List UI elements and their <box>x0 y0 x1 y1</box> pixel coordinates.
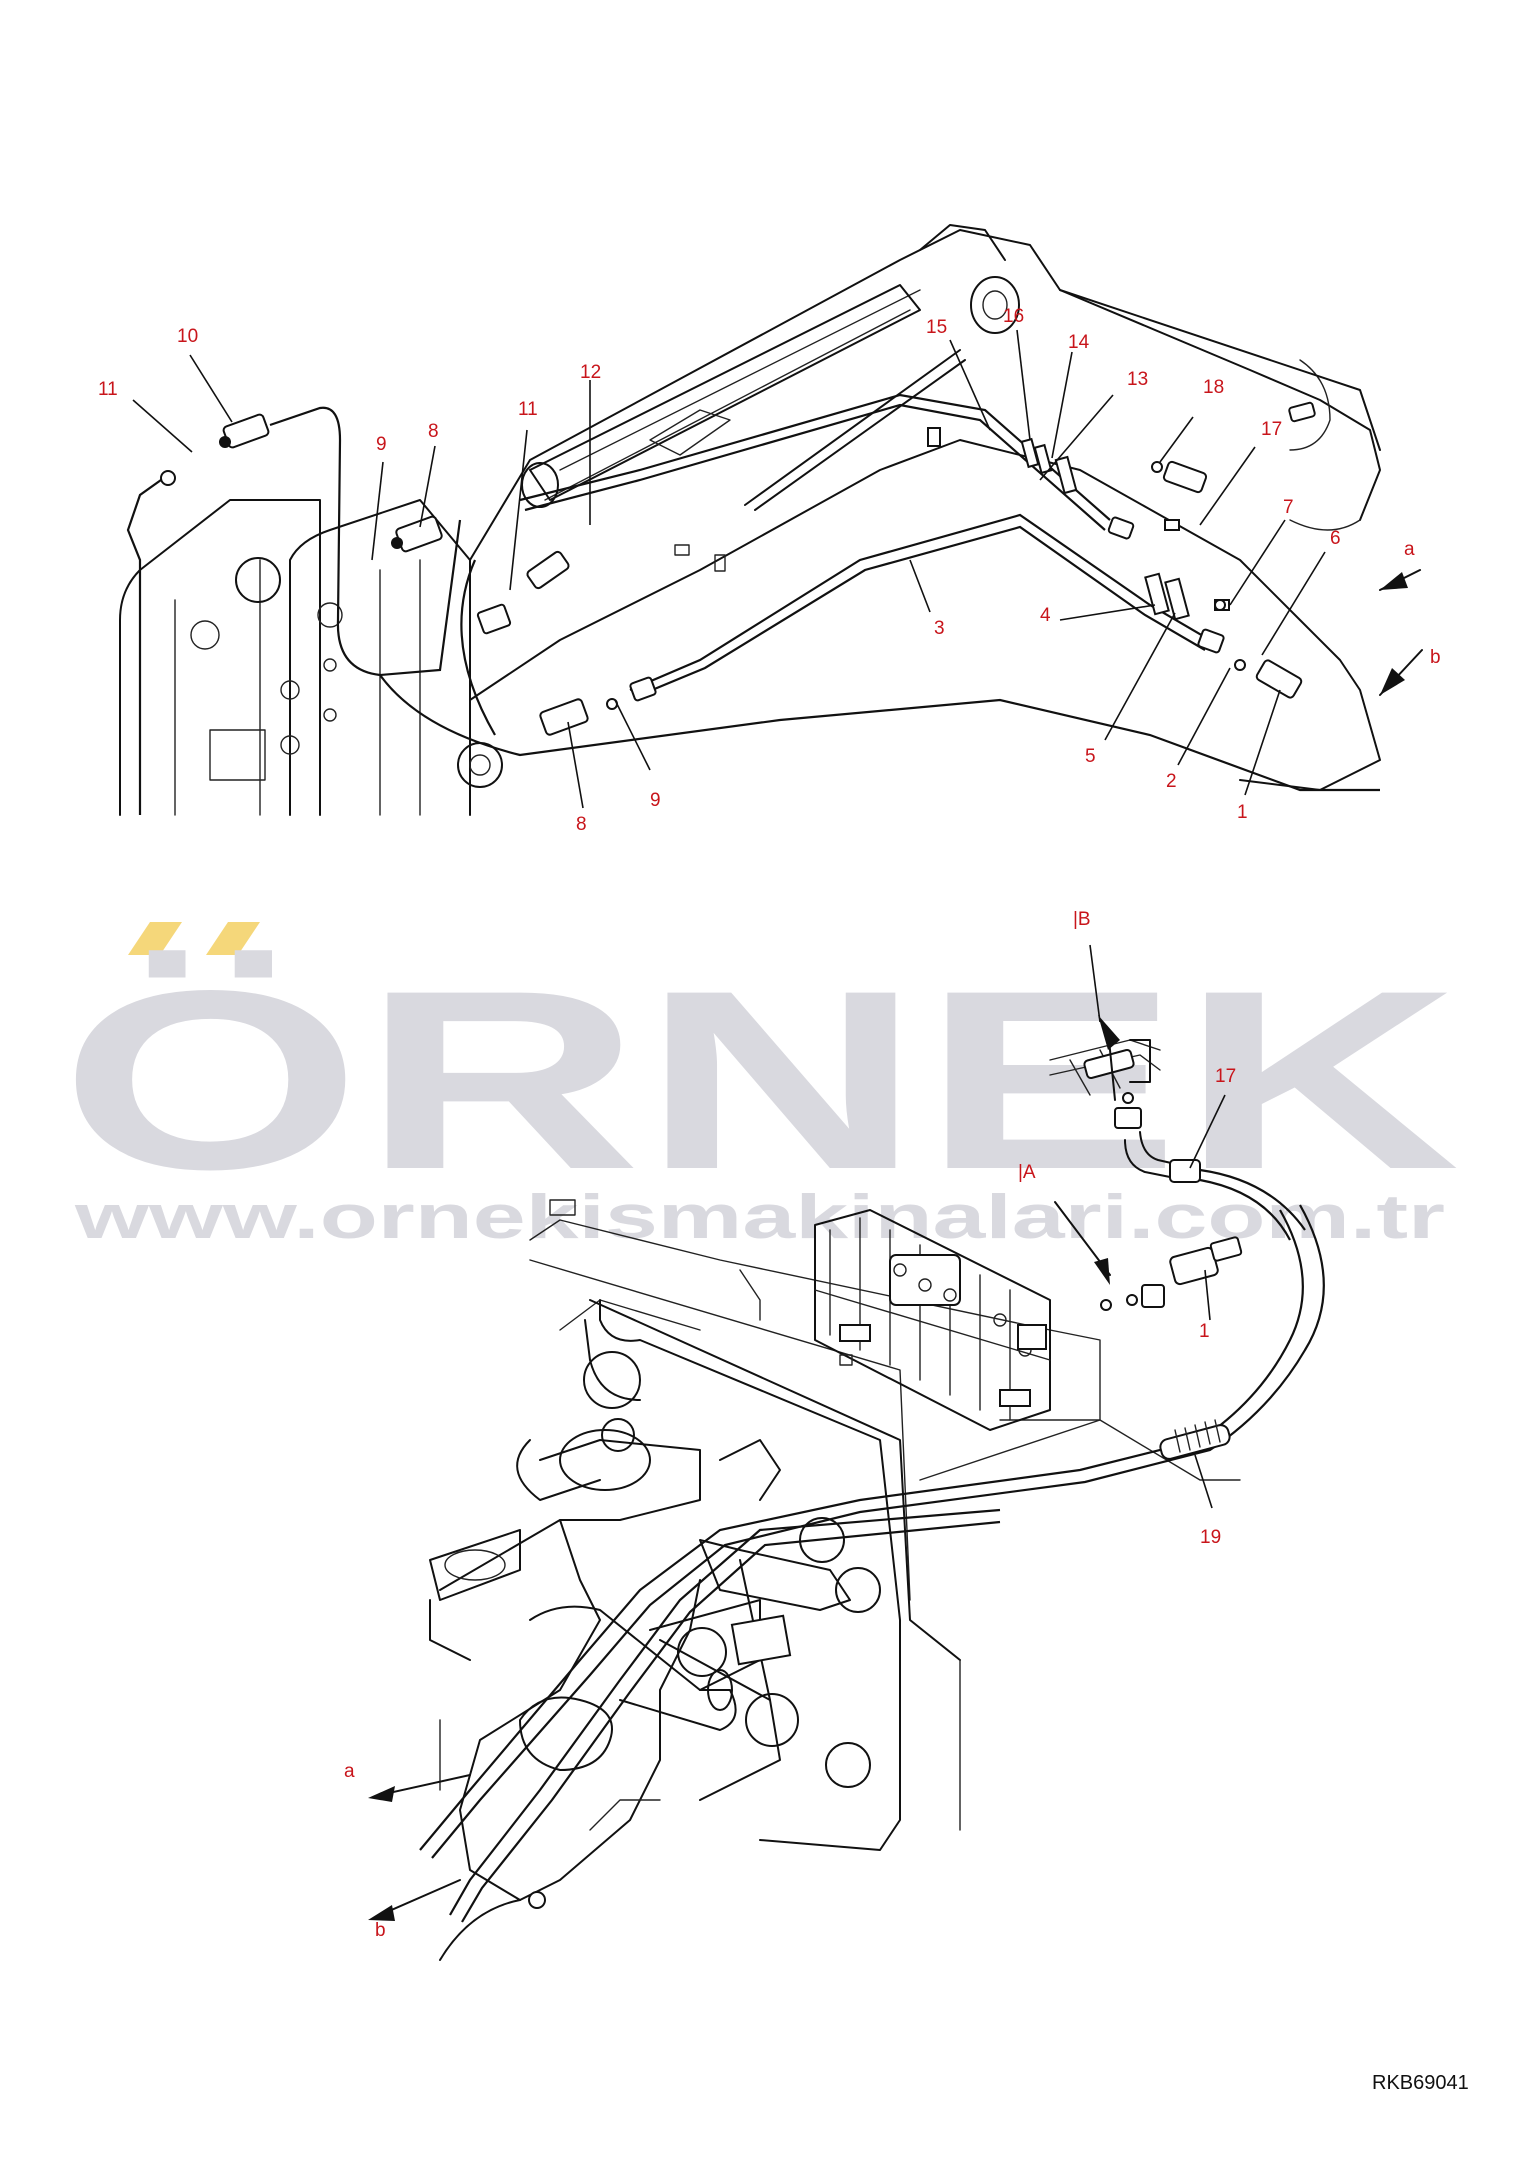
callout-15: 15 <box>926 317 947 338</box>
hose-fittings <box>219 401 1316 736</box>
flow-arrows-bottom <box>368 1774 471 1921</box>
flow-arrows-top <box>1379 569 1423 696</box>
connection-a <box>1054 1201 1243 1311</box>
swing-frame <box>429 1299 901 1961</box>
callout-17-bottom: 17 <box>1215 1066 1236 1087</box>
arrow-label-a-bottom: a <box>344 1761 355 1782</box>
callout-7: 7 <box>1283 497 1294 518</box>
document-code: RKB69041 <box>1372 2072 1469 2094</box>
callout-8-upper: 8 <box>428 421 439 442</box>
callout-12: 12 <box>580 362 601 383</box>
watermark-accent-left <box>128 922 182 955</box>
boom-cylinder <box>521 284 966 511</box>
stub-pipe <box>126 474 169 815</box>
callout-16: 16 <box>1003 306 1024 327</box>
callout-2: 2 <box>1166 771 1177 792</box>
valve-assembly-view: |B 17 |A 1 19 a b <box>344 909 1325 1961</box>
connection-b <box>1049 1015 1306 1241</box>
callout-9-lower: 9 <box>650 790 661 811</box>
hose-left <box>269 406 462 677</box>
callout-3: 3 <box>934 618 945 639</box>
callouts-bottom: |B 17 |A 1 19 a b <box>344 909 1236 1941</box>
callout-9-upper: 9 <box>376 434 387 455</box>
callout-14: 14 <box>1068 332 1090 353</box>
callout-17-top: 17 <box>1261 419 1282 440</box>
callout-18: 18 <box>1203 377 1224 398</box>
deck-frame <box>529 1199 1241 1831</box>
boom-assembly-view: 10 11 9 8 12 11 15 16 14 13 18 17 7 6 3 … <box>98 224 1441 835</box>
callout-8-lower: 8 <box>576 814 587 835</box>
watermark-url: www.ornekismakinalari.com.tr <box>73 1183 1445 1252</box>
callout-19: 19 <box>1200 1527 1221 1548</box>
watermark-accent-right <box>206 922 260 955</box>
callout-b-ref: |B <box>1073 909 1091 930</box>
arrow-label-b-bottom: b <box>375 1920 386 1941</box>
callout-5: 5 <box>1085 746 1096 767</box>
callout-6: 6 <box>1330 528 1341 549</box>
control-valve <box>814 1209 1051 1431</box>
rigid-pipe <box>629 513 1211 692</box>
callouts-top: 10 11 9 8 12 11 15 16 14 13 18 17 7 6 3 … <box>98 306 1441 835</box>
callout-a-ref: |A <box>1018 1162 1036 1183</box>
boom-arm <box>469 224 1381 791</box>
callout-10: 10 <box>177 326 198 347</box>
callout-4: 4 <box>1040 605 1051 626</box>
callout-11-mid: 11 <box>518 399 538 420</box>
arrow-label-a-top: a <box>1404 539 1415 560</box>
pipe-clamps <box>674 427 1230 621</box>
callout-11-left: 11 <box>98 379 118 400</box>
frame-post <box>119 499 503 816</box>
callout-leaders-top <box>132 329 1326 809</box>
callout-13: 13 <box>1127 369 1148 390</box>
callout-1-bottom: 1 <box>1199 1321 1210 1342</box>
callout-leaders-bottom <box>1089 944 1226 1509</box>
callout-1-top: 1 <box>1237 802 1248 823</box>
hose-lower-long <box>379 674 1380 792</box>
watermark-brand: ÖRNEK <box>60 938 1460 1223</box>
hose-bundle <box>419 1204 1325 1923</box>
watermark: ÖRNEK www.ornekismakinalari.com.tr <box>60 922 1460 1252</box>
arrow-label-b-top: b <box>1430 647 1441 668</box>
